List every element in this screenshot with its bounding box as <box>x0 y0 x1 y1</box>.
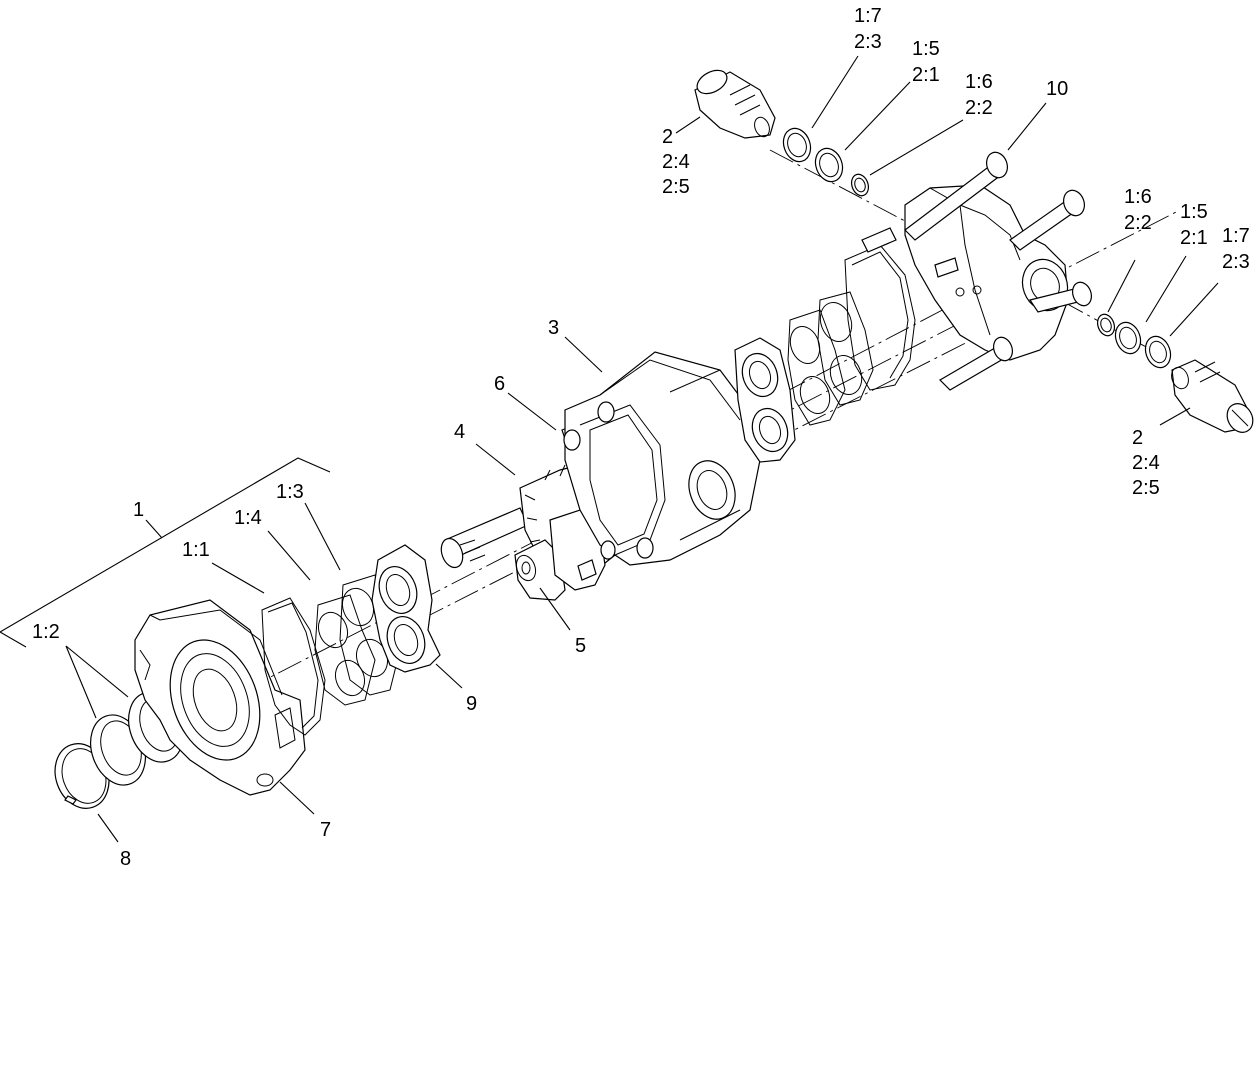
callout-3: 3 <box>548 317 559 339</box>
gear-housing-part-3 <box>563 351 761 566</box>
callout-10: 10 <box>1046 78 1068 100</box>
callout-1-5-top: 1:5 <box>912 38 940 60</box>
rear-seal-plates <box>787 291 874 426</box>
o-rings-top <box>782 127 870 197</box>
callout-2-left-c: 2:5 <box>662 176 690 198</box>
callout-2-right-b: 2:4 <box>1132 452 1160 474</box>
bearing-block-part-9 <box>371 544 441 673</box>
leader-lines <box>65 55 1219 843</box>
callout-7: 7 <box>320 819 331 841</box>
callout-2-right-c: 2:5 <box>1132 477 1160 499</box>
callout-1-7-right: 1:7 <box>1222 225 1250 247</box>
callout-1-7-top: 1:7 <box>854 5 882 27</box>
callout-1-3: 1:3 <box>276 481 304 503</box>
rear-bearing-block <box>734 337 796 463</box>
callout-2-right-a: 2 <box>1132 427 1143 449</box>
o-rings-right <box>1096 313 1172 369</box>
callout-1-1: 1:1 <box>182 539 210 561</box>
shaft-seal-part-1-2 <box>90 691 184 786</box>
callout-2-2-right: 2:2 <box>1124 212 1152 234</box>
relief-valve-cartridge-right <box>1171 359 1254 433</box>
bracket-part-1 <box>0 457 331 648</box>
callout-5: 5 <box>575 635 586 657</box>
callout-6: 6 <box>494 373 505 395</box>
callout-2-1-top: 2:1 <box>912 64 940 86</box>
callout-2-left-b: 2:4 <box>662 151 690 173</box>
rear-gasket <box>844 244 916 391</box>
callout-2-3-right: 2:3 <box>1222 251 1250 273</box>
relief-valve-cartridge-left <box>694 69 776 139</box>
gasket-part-1-1 <box>261 597 326 736</box>
callout-2-1-right: 2:1 <box>1180 227 1208 249</box>
callout-2-left-a: 2 <box>662 126 673 148</box>
callout-8: 8 <box>120 848 131 870</box>
cap-screws-part-10 <box>861 151 1093 391</box>
seal-plate-part-1-4 <box>314 594 376 706</box>
callout-1-6-top: 1:6 <box>965 71 993 93</box>
callout-2-2-top: 2:2 <box>965 97 993 119</box>
callout-2-3-top: 2:3 <box>854 31 882 53</box>
callout-4: 4 <box>454 421 465 443</box>
callout-1: 1 <box>133 499 144 521</box>
callout-1-5-right: 1:5 <box>1180 201 1208 223</box>
callout-1-2: 1:2 <box>32 621 60 643</box>
callout-1-4: 1:4 <box>234 507 262 529</box>
front-cover-part-7 <box>134 599 306 796</box>
callout-1-6-right: 1:6 <box>1124 186 1152 208</box>
callout-9: 9 <box>466 693 477 715</box>
callout-labels: 1 1:2 1:1 1:4 1:3 9 8 7 5 4 6 3 10 2 2:4… <box>32 5 1250 870</box>
